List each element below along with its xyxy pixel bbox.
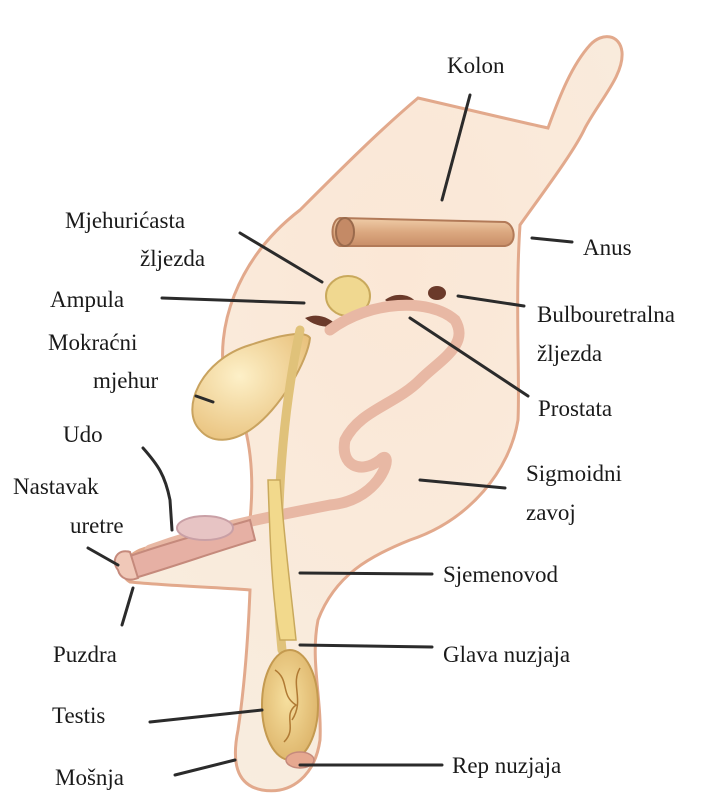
label-bulbouretralna-line1: Bulbouretralna	[537, 302, 675, 327]
label-sigmoidni-line1: Sigmoidni	[526, 461, 622, 486]
label-mokracni-line1: Mokraćni	[48, 330, 137, 355]
label-mjehuricasta-line1: Mjehurićasta	[65, 208, 185, 233]
testis	[262, 650, 318, 760]
colon-opening	[336, 218, 354, 246]
bulbourethral-gland	[428, 286, 446, 300]
label-rep-nuzjaja: Rep nuzjaja	[452, 753, 561, 778]
label-sjemenovod: Sjemenovod	[443, 562, 558, 587]
label-puzdra: Puzdra	[53, 642, 117, 667]
label-mosnja: Mošnja	[55, 765, 124, 790]
colon	[333, 218, 514, 246]
label-anus: Anus	[583, 235, 632, 260]
label-ampula: Ampula	[50, 287, 124, 312]
label-kolon: Kolon	[447, 53, 505, 78]
label-nastavak-line2: uretre	[70, 513, 124, 538]
label-prostata: Prostata	[538, 396, 612, 421]
label-udo: Udo	[63, 422, 103, 447]
penis-bulb	[177, 516, 233, 540]
label-mokracni-line2: mjehur	[93, 368, 158, 393]
label-mjehuricasta-line2: žljezda	[140, 246, 205, 271]
label-sigmoidni-line2: zavoj	[526, 500, 576, 525]
label-testis: Testis	[52, 703, 105, 728]
label-bulbouretralna-line2: žljezda	[537, 341, 602, 366]
label-nastavak-line1: Nastavak	[13, 474, 99, 499]
label-glava-nuzjaja: Glava nuzjaja	[443, 642, 570, 667]
